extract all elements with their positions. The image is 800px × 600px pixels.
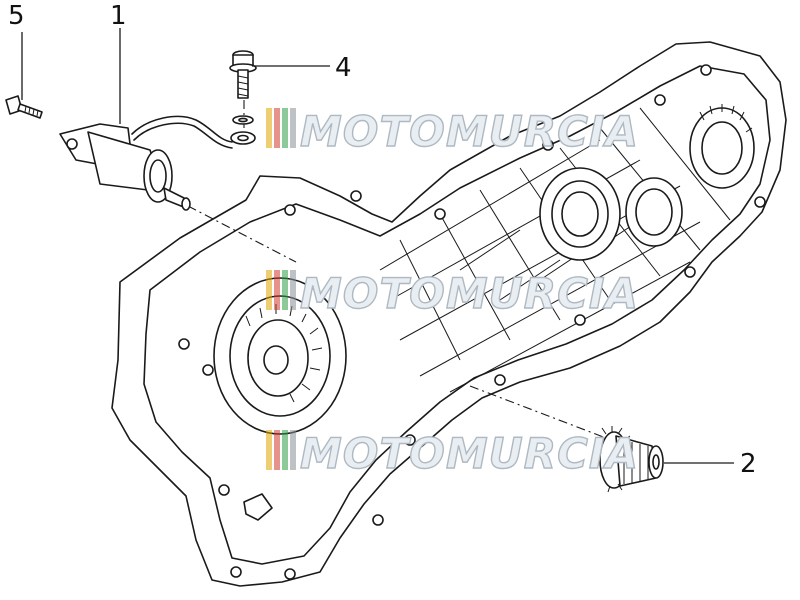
washer-stack [230, 115, 256, 145]
starter-motor [59, 115, 233, 211]
stripe-2 [282, 108, 288, 148]
callout-5: 5 [8, 1, 25, 31]
stripe-3 [290, 430, 296, 470]
stripe-0 [266, 270, 272, 310]
watermark-middle: MOTOMURCIA [266, 268, 639, 319]
watermark-text: MOTOMURCIA [300, 429, 639, 478]
stripe-0 [266, 108, 272, 148]
stripe-1 [274, 430, 280, 470]
stripe-3 [290, 108, 296, 148]
stripe-1 [274, 270, 280, 310]
flange-bolt [229, 50, 257, 99]
centerline-starter [187, 205, 297, 263]
screw-long [5, 95, 43, 119]
callout-4: 4 [335, 53, 352, 83]
stripe-2 [282, 430, 288, 470]
watermark-stripes [266, 430, 296, 470]
callout-2: 2 [740, 449, 757, 479]
stripe-1 [274, 108, 280, 148]
watermark-bottom: MOTOMURCIA [266, 428, 639, 479]
stripe-0 [266, 430, 272, 470]
watermark-text: MOTOMURCIA [300, 269, 639, 318]
watermark-text: MOTOMURCIA [300, 107, 639, 156]
crankcase-half [111, 41, 787, 587]
centerline-gear [469, 385, 607, 439]
stripe-3 [290, 270, 296, 310]
starter-drive-gear [599, 426, 664, 493]
callout-1: 1 [110, 1, 127, 31]
watermark-stripes [266, 270, 296, 310]
stripe-2 [282, 270, 288, 310]
watermark-stripes [266, 108, 296, 148]
watermark-top: MOTOMURCIA [266, 106, 639, 157]
